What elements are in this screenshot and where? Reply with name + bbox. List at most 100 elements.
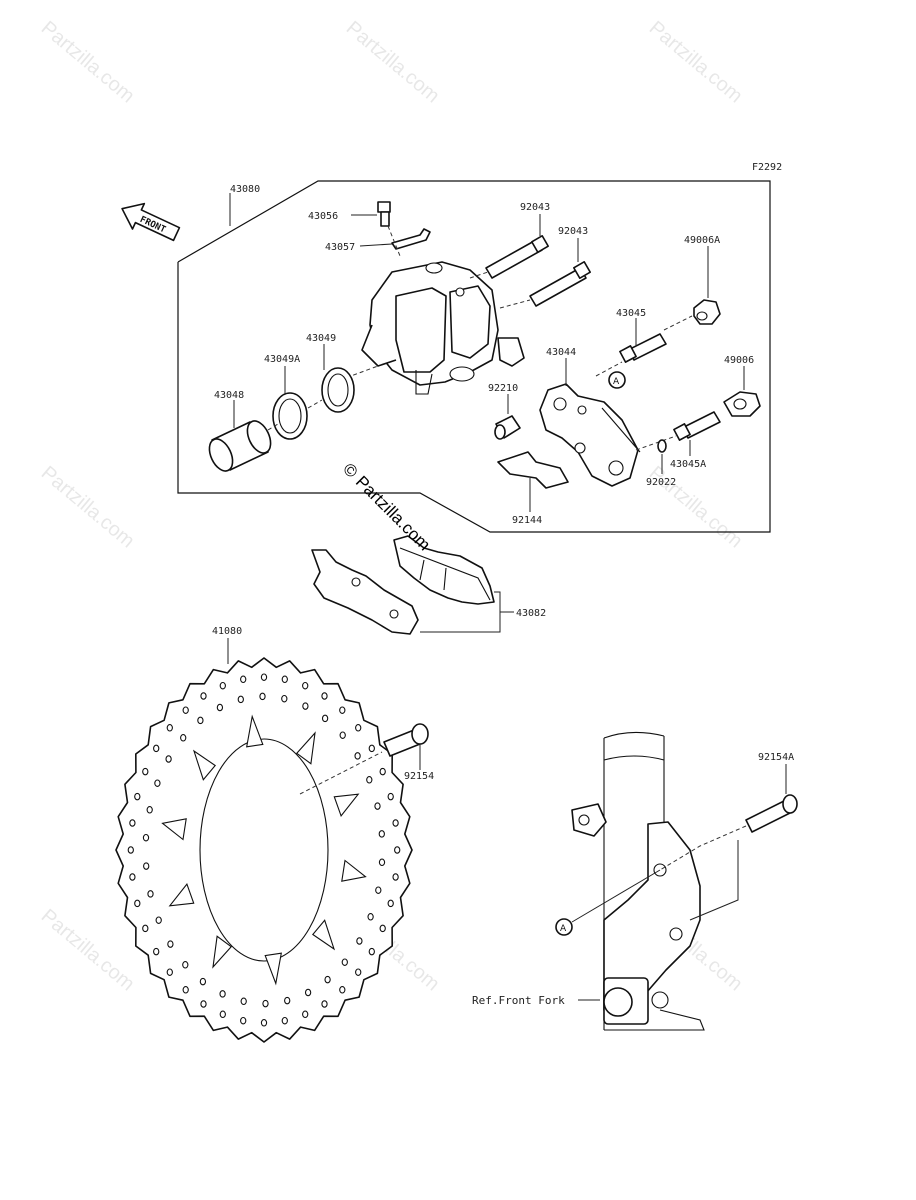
disc-hole (129, 873, 136, 881)
disc-hole (167, 940, 174, 948)
disc-hole (240, 997, 247, 1006)
disc-hole (374, 802, 381, 810)
watermark-text: Partzilla.com (37, 17, 139, 107)
disc-hole (281, 1016, 288, 1025)
disc-hole (142, 924, 149, 933)
figure-code: F2292 (752, 162, 782, 173)
svg-text:A: A (560, 924, 567, 934)
part-label-92144: 92144 (512, 515, 542, 526)
disc-hole (182, 961, 189, 969)
disc-hole (284, 996, 291, 1005)
part-label-41080: 41080 (212, 626, 242, 637)
disc-hole (154, 779, 161, 787)
brake-pad-set (311, 535, 514, 635)
part-label-43082: 43082 (516, 608, 546, 619)
disc-hole (146, 806, 153, 814)
disc-hole (302, 702, 309, 710)
part-label-92043-lower: 92043 (558, 226, 588, 237)
disc-hole (341, 958, 348, 966)
disc-hole (339, 986, 346, 994)
part-label-92022: 92022 (646, 477, 676, 488)
disc-hole (387, 792, 394, 801)
disc-hole (378, 858, 386, 867)
disc-hole (260, 1019, 268, 1027)
disc-hole (355, 968, 362, 976)
caliper-mounting-bolt (659, 764, 798, 921)
disc-hole (321, 1000, 328, 1008)
part-label-43057: 43057 (325, 242, 355, 253)
disc-hole (240, 675, 247, 684)
part-label-92210: 92210 (488, 383, 518, 394)
sleeve-92210 (494, 394, 521, 440)
disc-hole (216, 703, 224, 712)
disc-hole (142, 767, 149, 776)
disc-hole (134, 899, 141, 908)
slide-pin-43045A (635, 411, 721, 456)
part-label-92154A: 92154A (758, 752, 794, 763)
disc-bolt (299, 723, 429, 795)
part-label-43049: 43049 (306, 333, 336, 344)
bleeder-valve (351, 201, 391, 227)
disc-hole (324, 975, 331, 984)
disc-slot (333, 793, 360, 818)
disc-hole (366, 776, 373, 784)
dust-seal (272, 366, 308, 440)
boot-49006 (723, 366, 761, 417)
brake-disc (115, 638, 413, 1043)
disc-hole (127, 846, 134, 854)
disc-hole (302, 1010, 309, 1019)
part-label-92154: 92154 (404, 771, 434, 782)
disc-hole (129, 819, 136, 827)
disc-hole (260, 673, 268, 681)
part-label-49006A: 49006A (684, 235, 720, 246)
caliper-pin-upper (469, 235, 549, 279)
part-label-43056: 43056 (308, 211, 338, 222)
disc-hole (219, 681, 226, 690)
disc-hole (143, 862, 150, 870)
disc-slot (246, 714, 264, 748)
caliper-piston (208, 400, 272, 472)
disc-hole (378, 830, 385, 838)
disc-slot (311, 919, 336, 951)
part-label-43045A: 43045A (670, 459, 706, 470)
disc-slot (161, 818, 187, 841)
disc-hole (166, 724, 173, 732)
caliper-assembly-outline (177, 180, 771, 533)
disc-hole (153, 744, 160, 753)
part-label-43049A: 43049A (264, 354, 300, 365)
disc-hole (197, 716, 204, 725)
disc-hole (355, 724, 362, 732)
disc-hole (165, 755, 172, 763)
disc-hole (304, 988, 312, 997)
watermark-text: Partzilla.com (342, 17, 444, 107)
disc-hole (281, 675, 288, 684)
caliper-bracket (539, 358, 641, 487)
disc-hole (339, 706, 346, 714)
disc-hole (354, 752, 361, 760)
disc-hole (155, 916, 162, 924)
watermark-text: Partzilla.com (37, 462, 139, 552)
callout-a-marker-top: A (608, 371, 626, 389)
part-label-43048: 43048 (214, 390, 244, 401)
disc-hole (321, 692, 328, 700)
disc-hole (368, 744, 375, 753)
disc-hole (387, 899, 394, 908)
front-direction-arrow: FRONT (121, 202, 181, 242)
callout-a-marker-bottom: A (555, 869, 661, 936)
disc-hole (302, 681, 309, 690)
disc-hole (392, 873, 399, 881)
disc-hole (200, 692, 207, 700)
disc-hole (367, 913, 374, 921)
disc-slot (212, 935, 233, 969)
disc-hole (134, 792, 141, 801)
disc-hole (240, 1016, 247, 1025)
disc-hole (219, 990, 226, 998)
piston-seal (321, 344, 355, 413)
disc-hole (199, 977, 207, 986)
caliper-pin-lower (499, 261, 591, 309)
slide-pin-43045 (595, 318, 667, 377)
disc-hole (281, 694, 288, 703)
part-label-43044: 43044 (546, 347, 576, 358)
pad-spring (497, 451, 569, 512)
